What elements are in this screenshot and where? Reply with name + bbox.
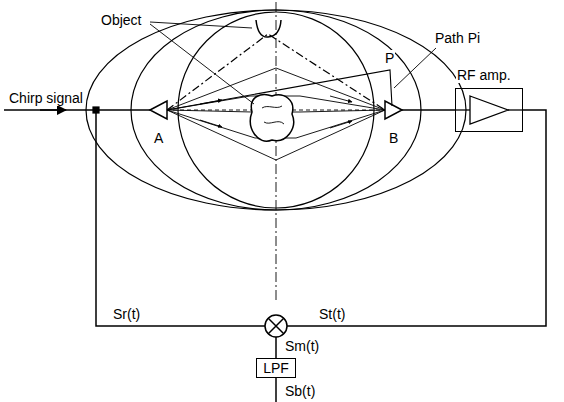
filter-box: LPF bbox=[256, 358, 296, 378]
object-cup bbox=[256, 20, 281, 37]
splitter-node bbox=[93, 107, 99, 113]
box-label: RF amp. bbox=[456, 67, 512, 83]
input-arrow bbox=[40, 109, 66, 111]
signal-label: St(t) bbox=[318, 306, 346, 322]
mixer-cross bbox=[268, 318, 284, 334]
signal-label: Sm(t) bbox=[284, 338, 320, 354]
signal-label: Sb(t) bbox=[284, 383, 316, 399]
antenna-label: A bbox=[153, 130, 164, 146]
amplifier-wire bbox=[455, 109, 470, 110]
leader-line bbox=[394, 48, 436, 88]
receive-wire bbox=[402, 109, 455, 111]
path-arrow bbox=[330, 121, 352, 128]
mixer-symbol bbox=[265, 315, 287, 337]
antenna-a bbox=[150, 101, 167, 119]
sm-wire bbox=[275, 337, 277, 358]
leader-line bbox=[150, 22, 252, 28]
amplifier-symbol bbox=[470, 96, 508, 124]
antenna-label: B bbox=[388, 130, 399, 146]
point-label: P bbox=[384, 50, 395, 66]
path-arrow bbox=[200, 100, 222, 104]
path-arrow bbox=[330, 96, 352, 102]
amplifier-wire bbox=[508, 109, 523, 110]
amplifier-box: RF amp. bbox=[455, 88, 523, 132]
signal-label: Chirp signal bbox=[8, 90, 84, 106]
object-detail bbox=[262, 106, 284, 124]
signal-label: Sr(t) bbox=[112, 306, 141, 322]
sr-wire bbox=[96, 113, 265, 326]
st-wire bbox=[287, 110, 546, 326]
leader-line bbox=[150, 24, 254, 104]
antenna-b bbox=[385, 101, 402, 119]
center-axis bbox=[276, 2, 277, 300]
path-arrow bbox=[200, 120, 222, 127]
object-blob bbox=[250, 95, 293, 142]
path-label: Path Pi bbox=[434, 30, 481, 46]
box-label: LPF bbox=[263, 360, 289, 376]
sb-wire bbox=[275, 378, 277, 402]
input-wire bbox=[4, 109, 150, 111]
object-label: Object bbox=[100, 12, 142, 28]
